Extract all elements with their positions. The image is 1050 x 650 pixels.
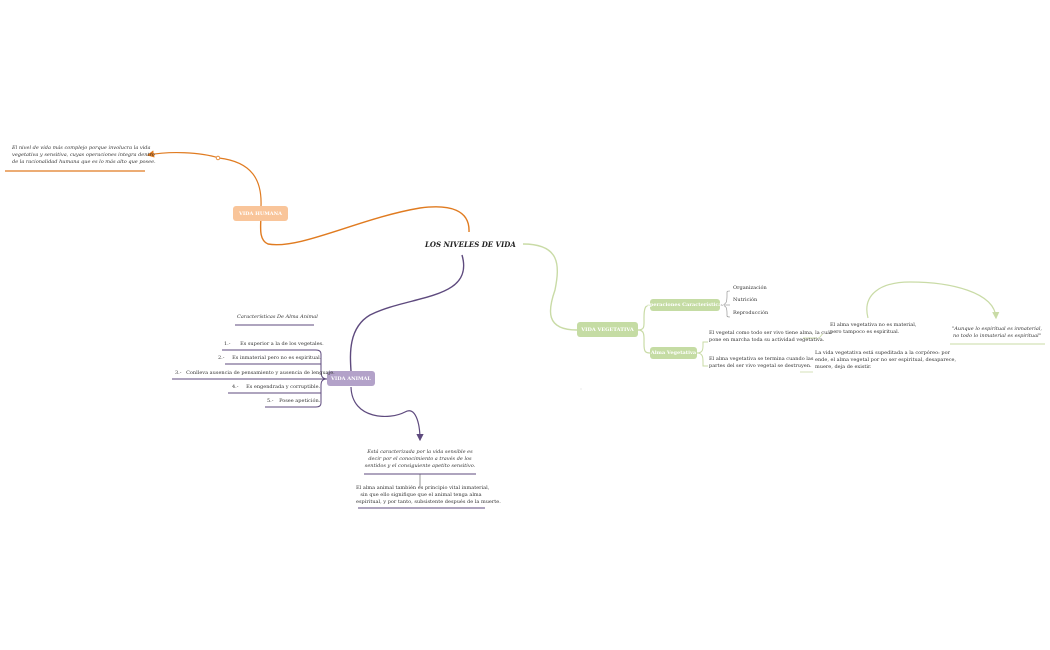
animal-desc2-line: sin que ello signifique que el animal te… <box>360 492 482 498</box>
humana-description[interactable]: El nivel de vida más complejo porque inv… <box>12 145 156 166</box>
characteristic-number: 4.- <box>232 384 239 390</box>
characteristic-text: Conlleva ausencia de pensamiento y ausen… <box>186 370 335 376</box>
characteristic-number: 3.- <box>175 370 182 376</box>
link-center-animal <box>349 254 465 372</box>
characteristic-number: 1.- <box>224 341 231 347</box>
node-ops-label: Operaciones Características <box>645 302 725 308</box>
link-animal-desc <box>350 386 424 442</box>
animal-desc1-line: Está caracterizada por la vida sensible … <box>367 449 473 455</box>
characteristic-item-3[interactable]: 3.- Conlleva ausencia de pensamiento y a… <box>175 370 335 377</box>
characteristic-item-4[interactable]: 4.- Es engendrada y corruptible. <box>232 384 320 391</box>
note-no-material[interactable]: El alma vegetativa no es material, pero … <box>830 322 916 336</box>
characteristic-text: Es engendrada y corruptible. <box>246 384 321 390</box>
node-vida-animal-label: VIDA ANIMAL <box>331 375 371 382</box>
characteristic-item-2[interactable]: 2.- Es inmaterial pero no es espiritual. <box>218 355 321 362</box>
characteristic-item-1[interactable]: 1.- Es superior a la de los vegetales. <box>224 341 324 348</box>
node-vida-vegetativa-label: VIDA VEGETATIVA <box>581 326 634 333</box>
node-vida-humana-label: VIDA HUMANA <box>238 210 283 217</box>
humana-desc-line: El nivel de vida más complejo porque inv… <box>12 145 151 151</box>
note1-line: pero tampoco es espiritual. <box>830 329 900 335</box>
op-nutricion[interactable]: Nutrición <box>733 297 758 303</box>
node-alma-vegetativa[interactable]: Alma Vegetativa <box>650 347 697 359</box>
characteristic-text: Es superior a la de los vegetales. <box>240 341 324 347</box>
central-topic[interactable]: LOS NIVELES DE VIDA <box>425 240 516 249</box>
note1-line: El alma vegetativa no es material, <box>830 322 917 328</box>
node-vida-vegetativa[interactable]: VIDA VEGETATIVA <box>577 322 638 337</box>
note2-line: muere, deja de existir. <box>815 364 872 370</box>
characteristic-text: Es inmaterial pero no es espiritual. <box>232 355 322 361</box>
quote-inmaterial[interactable]: "Aunque lo espiritual es inmaterial, no … <box>952 326 1042 340</box>
node-vida-animal[interactable]: VIDA ANIMAL <box>327 371 375 386</box>
link-center-humana <box>259 206 470 246</box>
animal-desc1-line: sentidos y el consiguiente apetito sensi… <box>364 463 476 469</box>
alma-desc1-line: pone en marcha toda su actividad vegetat… <box>709 337 825 343</box>
node-alma-label: Alma Vegetativa <box>650 350 697 356</box>
link-humana-desc <box>146 150 262 207</box>
animal-description-sensible[interactable]: Está caracterizada por la vida sensible … <box>364 449 476 470</box>
op-organizacion[interactable]: Organización <box>733 285 767 291</box>
alma-desc1-line: El vegetal como todo ser vivo tiene alma… <box>709 330 832 336</box>
characteristic-number: 2.- <box>218 355 225 361</box>
note2-line: ende, el alma vegetal por no ser espirit… <box>815 357 957 363</box>
quote-line: "Aunque lo espiritual es inmaterial, <box>952 326 1043 332</box>
characteristic-text: Posee apetición. <box>279 398 321 404</box>
characteristic-number: 5.- <box>267 398 274 404</box>
link-veg-alma <box>637 329 651 354</box>
node-vida-humana[interactable]: VIDA HUMANA <box>233 206 288 221</box>
quote-line: no todo lo inmaterial es espiritual" <box>952 333 1042 339</box>
animal-desc1-line: decir por el conocimiento a través de lo… <box>368 456 472 462</box>
note2-line: La vida vegetativa está supeditada a la … <box>815 350 951 356</box>
characteristic-item-5[interactable]: 5.- Posee apetición. <box>267 398 320 405</box>
humana-desc-line: de la racionalidad humana que es lo más … <box>12 159 156 165</box>
animal-characteristics-title[interactable]: Características De Alma Animal <box>237 314 318 320</box>
alma-description-1[interactable]: El vegetal como todo ser vivo tiene alma… <box>709 330 832 344</box>
link-center-vegetativa <box>522 243 578 331</box>
alma-description-2[interactable]: El alma vegetativa se termina cuando las… <box>709 356 813 370</box>
note-supeditada[interactable]: La vida vegetativa está supeditada a la … <box>815 350 956 371</box>
link-veg-ops <box>637 304 651 331</box>
alma-desc2-line: El alma vegetativa se termina cuando las <box>709 356 814 362</box>
animal-description-inmaterial[interactable]: El alma animal también es principio vita… <box>356 485 501 506</box>
humana-desc-line: vegetativa y sensitiva, cuyas operacione… <box>12 152 155 158</box>
node-operaciones-caracteristicas[interactable]: Operaciones Características <box>646 299 724 311</box>
animal-desc2-line: El alma animal también es principio vita… <box>356 485 490 491</box>
alma-desc2-line: partes del ser vivo vegetal se destruyen… <box>709 363 812 369</box>
animal-desc2-line: espiritual, y por tanto, subsistente des… <box>356 499 501 505</box>
link-note-quote <box>866 281 1000 320</box>
op-reproduccion[interactable]: Reproducción <box>733 310 769 316</box>
